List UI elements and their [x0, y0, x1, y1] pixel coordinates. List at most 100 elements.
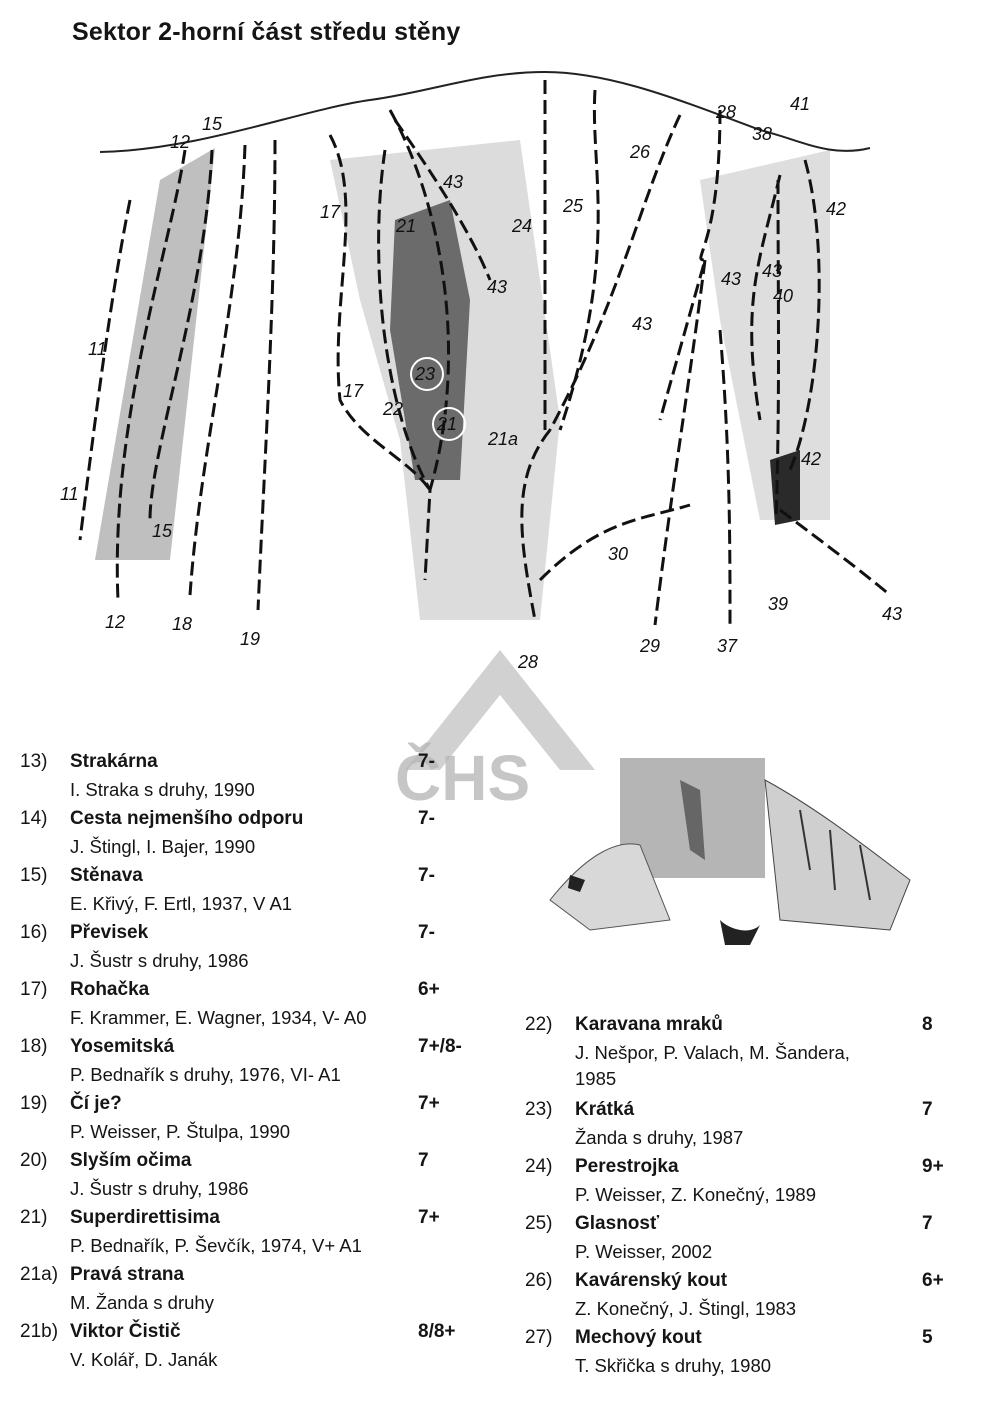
route-number: 23) — [525, 1099, 553, 1120]
route-authors: J. Šustr s druhy, 1986 — [70, 950, 249, 971]
route-name: Krátká — [575, 1099, 635, 1120]
route-number: 19) — [20, 1093, 48, 1114]
topo-label: 11 — [88, 339, 107, 359]
rock-dark-crack — [390, 200, 470, 480]
topo-label: 21a — [487, 429, 518, 449]
route-entry: 14) Cesta nejmenšího odporu 7- J. Štingl, I… — [20, 807, 500, 864]
route-grade: 5 — [922, 1327, 933, 1348]
route-grade: 7+ — [418, 1093, 440, 1114]
rock-top-ridge — [99, 70, 871, 153]
topo-label: 15 — [202, 114, 223, 134]
route-name: Glasnosť — [575, 1213, 660, 1234]
route-name: Cesta nejmenšího odporu — [70, 808, 304, 829]
route-number: 21b) — [20, 1321, 59, 1342]
route-grade: 8/8+ — [418, 1321, 456, 1342]
topo-label: 43 — [882, 604, 902, 624]
label-ring-21 — [432, 407, 466, 441]
route-number: 14) — [20, 808, 48, 829]
route-number: 13) — [20, 751, 48, 772]
route-name: Viktor Čistič — [70, 1321, 181, 1342]
route-name: Perestrojka — [575, 1156, 679, 1177]
topo-label: 18 — [172, 614, 192, 634]
route-authors: Z. Konečný, J. Štingl, 1983 — [575, 1298, 797, 1319]
route-grade: 7 — [922, 1099, 933, 1120]
topo-label: 43 — [721, 269, 741, 289]
route-number: 20) — [20, 1150, 48, 1171]
route-name: Převisek — [70, 922, 149, 943]
route-entry: 19)Čí je?7+P. Weisser, P. Štulpa, 1990 — [20, 1092, 500, 1149]
topo-label: 23 — [414, 364, 435, 384]
route-line-22 — [377, 149, 432, 491]
route-name: Stěnava — [70, 865, 143, 886]
topo-label: 17 — [343, 381, 364, 401]
route-name: Pravá strana — [70, 1264, 185, 1285]
route-authors: P. Weisser, Z. Konečný, 1989 — [575, 1184, 816, 1205]
route-line-19 — [256, 139, 277, 611]
chs-watermark-logo: ČHS — [395, 650, 595, 810]
route-grade: 7+ — [418, 1207, 440, 1228]
route-line-26 — [548, 114, 682, 431]
route-line-43a — [393, 119, 492, 281]
route-authors: Žanda s druhy, 1987 — [575, 1127, 744, 1148]
route-grade: 7 — [418, 1150, 429, 1171]
route-number: 17) — [20, 979, 48, 1000]
route-number: 26) — [525, 1270, 553, 1291]
topo-label: 28 — [715, 102, 736, 122]
topo-label: 43 — [487, 277, 507, 297]
route-grade: 7- — [418, 922, 435, 943]
topo-label: 21 — [395, 216, 416, 236]
topo-label: 38 — [752, 124, 772, 144]
route-authors: J. Štingl, I. Bajer, 1990 — [70, 836, 256, 857]
topo-label: 43 — [443, 172, 463, 192]
route-line-17 — [328, 134, 432, 491]
route-name: Kavárenský kout — [575, 1270, 728, 1291]
route-grade: 7- — [418, 808, 435, 829]
route-number: 27) — [525, 1327, 553, 1348]
route-name: Superdirettisima — [70, 1207, 220, 1228]
route-line-42 — [788, 159, 821, 471]
topo-label: 15 — [152, 521, 173, 541]
watermark-text: ČHS — [395, 741, 530, 810]
route-number: 25) — [525, 1213, 553, 1234]
route-grade: 6+ — [922, 1270, 944, 1291]
topo-diagram: 11 11 12 12 15 15 17 17 18 19 21 21 21a … — [60, 70, 902, 672]
route-line-43b — [779, 508, 891, 597]
route-authors: I. Straka s druhy, 1990 — [70, 779, 255, 800]
topo-label: 43 — [632, 314, 652, 334]
topo-label: 19 — [240, 629, 260, 649]
route-number: 16) — [20, 922, 48, 943]
route-authors: P. Bednařík, P. Ševčík, 1974, V+ A1 — [70, 1235, 362, 1256]
rock-left-face — [95, 148, 215, 560]
rock-right-face — [700, 150, 830, 520]
route-entry: 16) Převisek 7- J. Šustr s druhy, 1986 — [20, 921, 500, 978]
route-name: Strakárna — [70, 751, 158, 772]
route-entry: 26) Kavárenský kout 6+ Z. Konečný, J. Šting… — [525, 1269, 990, 1327]
route-line-25 — [558, 89, 600, 431]
page-title: Sektor 2-horní část středu stěny — [72, 18, 461, 46]
route-authors: E. Křivý, F. Ertl, 1937, V A1 — [70, 893, 293, 914]
rock-photo — [530, 758, 950, 980]
route-authors: T. Skřička s druhy, 1980 — [575, 1355, 772, 1376]
route-number: 15) — [20, 865, 48, 886]
topo-label: 21 — [436, 414, 457, 434]
route-name: Mechový kout — [575, 1327, 702, 1348]
route-authors: P. Bednařík s druhy, 1976, VI- A1 — [70, 1064, 341, 1085]
topo-label: 12 — [170, 132, 190, 152]
route-authors: V. Kolář, D. Janák — [70, 1349, 218, 1370]
route-authors: F. Krammer, E. Wagner, 1934, V- A0 — [70, 1007, 367, 1028]
route-grade: 8 — [922, 1014, 933, 1035]
topo-label: 25 — [562, 196, 584, 216]
topo-label: 40 — [773, 286, 793, 306]
route-line-29 — [653, 259, 707, 626]
route-number: 21a) — [20, 1264, 59, 1285]
route-name: Čí je? — [70, 1093, 122, 1114]
topo-label: 41 — [790, 94, 810, 114]
route-line-21 — [388, 109, 451, 581]
route-name: Slyším očima — [70, 1150, 192, 1171]
route-name: Rohačka — [70, 979, 150, 1000]
